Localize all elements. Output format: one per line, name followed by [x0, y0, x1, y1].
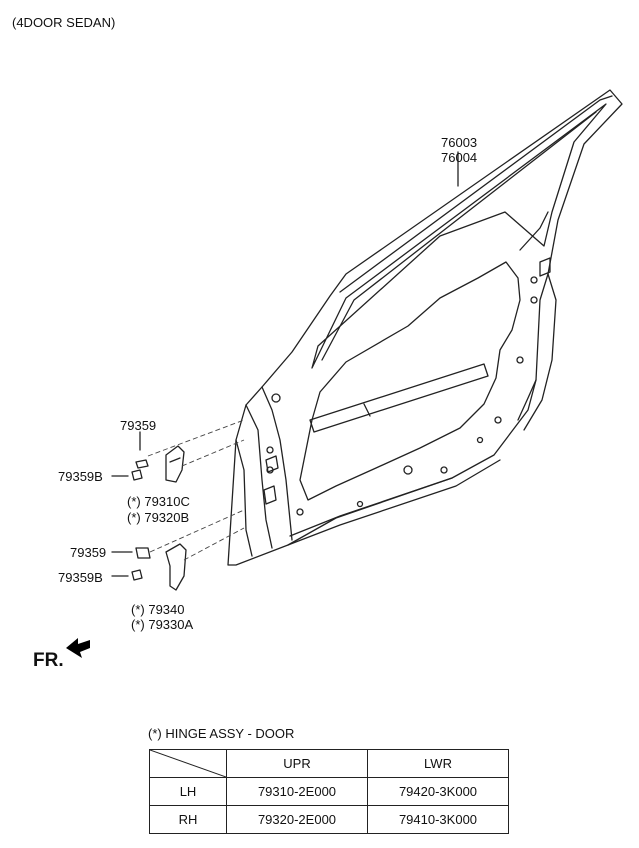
lower-hinge-lh-number: 79340: [148, 602, 185, 617]
upper-hinge-rh-label: (*) 79320B: [127, 510, 189, 525]
door-panel-number-1: 76003: [441, 135, 478, 150]
upper-hinge-shape: [165, 445, 185, 483]
column-header-upr: UPR: [226, 749, 368, 778]
lower-hinge-rh-number: 79330A: [148, 617, 194, 632]
column-header-lwr: LWR: [367, 749, 509, 778]
lower-bolt-shape: [135, 547, 151, 559]
lower-hinge-shape: [165, 543, 187, 591]
window-frame-edge: [339, 95, 613, 293]
lwr-part-number: 79410-3K000: [367, 805, 509, 834]
table-corner-cell: [149, 749, 227, 778]
upper-hinge-lh-label: (*) 79310C: [127, 494, 190, 509]
asterisk-mark: (*): [127, 494, 141, 509]
front-direction-arrow: [66, 638, 90, 658]
hinge-table: UPR LWR LH 79310-2E000 79420-3K000 RH 79…: [149, 749, 509, 834]
lwr-part-number: 79420-3K000: [367, 777, 509, 806]
row-side-label: LH: [149, 777, 227, 806]
upper-hinge-lh-number: 79310C: [144, 494, 190, 509]
upr-part-number: 79320-2E000: [226, 805, 368, 834]
table-row: RH 79320-2E000 79410-3K000: [149, 805, 509, 834]
door-inner-aperture: [299, 261, 521, 501]
upr-part-number: 79310-2E000: [226, 777, 368, 806]
upper-bolt-b-label: 79359B: [58, 469, 103, 484]
door-panel-number-2: 76004: [441, 150, 478, 165]
upper-hinge-rh-number: 79320B: [144, 510, 190, 525]
corner-diagonal: [150, 750, 226, 777]
table-header-row: UPR LWR: [149, 749, 509, 778]
front-direction-label: FR.: [33, 650, 64, 671]
hinge-table-caption: (*) HINGE ASSY - DOOR: [148, 726, 295, 741]
window-frame-inner: [311, 103, 607, 369]
lower-bolt-b-label: 79359B: [58, 570, 103, 585]
asterisk-mark: (*): [131, 617, 145, 632]
table-row: LH 79310-2E000 79420-3K000: [149, 777, 509, 806]
asterisk-mark: (*): [127, 510, 141, 525]
upper-bolt-label: 79359: [120, 418, 157, 433]
lower-bolt-label: 79359: [70, 545, 107, 560]
lower-hinge-rh-label: (*) 79330A: [131, 617, 193, 632]
upper-bolt-shape: [135, 459, 149, 469]
row-side-label: RH: [149, 805, 227, 834]
asterisk-mark: (*): [131, 602, 145, 617]
page-title: (4DOOR SEDAN): [12, 15, 116, 30]
lower-hinge-lh-label: (*) 79340: [131, 602, 185, 617]
impact-beam: [309, 363, 489, 433]
